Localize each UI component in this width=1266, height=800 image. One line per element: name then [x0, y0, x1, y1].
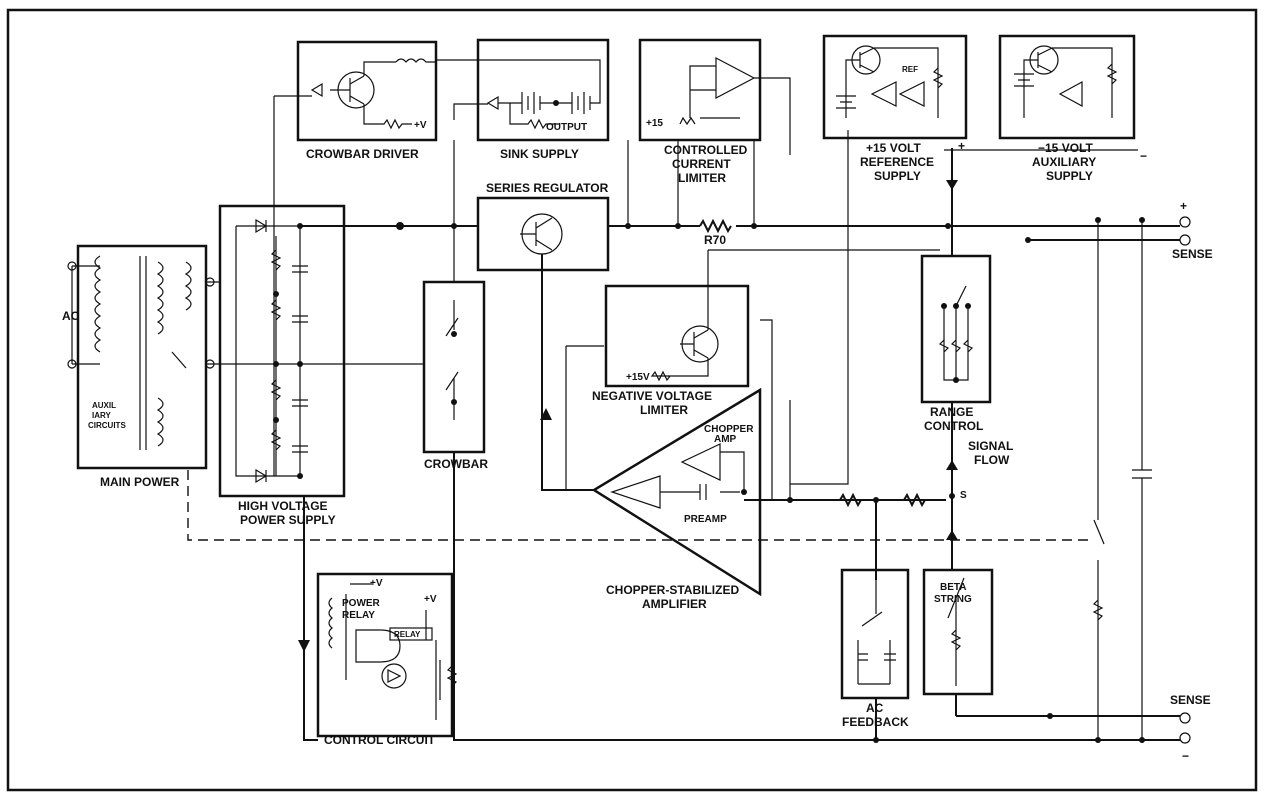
aux15-label-1: −15 VOLT	[1038, 141, 1093, 155]
power-relay-label-2: RELAY	[342, 610, 375, 621]
aux-circuits-label-1: AUXIL	[92, 401, 116, 410]
chopper-stab-label-2: AMPLIFIER	[642, 597, 707, 611]
main-power-block	[76, 244, 208, 470]
ref15-label-1: +15 VOLT	[866, 141, 921, 155]
plus-terminal-label: +	[1180, 199, 1187, 213]
aux-circuits-label-3: CIRCUITS	[88, 421, 126, 430]
neg-limiter-label-1: NEGATIVE VOLTAGE	[592, 389, 712, 403]
preamp-label: PREAMP	[684, 514, 727, 525]
beta-string-block	[922, 568, 994, 696]
control-circuit-block	[316, 572, 458, 738]
crowbar-block	[422, 280, 486, 454]
ac-feedback-block	[840, 568, 910, 700]
diagram-frame	[6, 8, 1258, 792]
sink-supply-label: SINK SUPPLY	[500, 147, 579, 161]
sense-bottom-label: SENSE	[1170, 693, 1211, 707]
ac-feedback-label-1: AC	[866, 701, 884, 715]
chopper-stabilized-amplifier	[591, 387, 762, 597]
range-control-block	[920, 254, 992, 404]
range-label-1: RANGE	[930, 405, 973, 419]
beta-label-1: BETA	[940, 582, 966, 593]
hv-label-2: POWER SUPPLY	[240, 513, 336, 527]
chopper-stab-label-1: CHOPPER-STABILIZED	[606, 583, 739, 597]
ref15-label-3: SUPPLY	[874, 169, 921, 183]
chopper-amp-label-2: AMP	[714, 434, 737, 445]
minus-aux-label: −	[1140, 149, 1147, 163]
relay-label: RELAY	[394, 630, 421, 639]
aux15-label-3: SUPPLY	[1046, 169, 1093, 183]
wiring	[67, 95, 1191, 744]
controlled-current-limiter-block	[638, 38, 791, 155]
ac-feedback-label-2: FEEDBACK	[842, 715, 909, 729]
plus15-cc-label: +15	[646, 118, 663, 129]
plus-v-b-label: +V	[424, 594, 437, 605]
ref15-label-2: REFERENCE	[860, 155, 934, 169]
beta-label-2: STRING	[934, 594, 972, 605]
plus-v-crowbar-label: +V	[414, 120, 427, 131]
plus-v-a-label: +V	[370, 578, 383, 589]
aux15-label-2: AUXILIARY	[1032, 155, 1096, 169]
limiter-label: LIMITER	[678, 171, 726, 185]
text-labels: CROWBAR DRIVER SINK SUPPLY CONTROLLED CU…	[62, 65, 1213, 763]
series-regulator-label: SERIES REGULATOR	[486, 181, 609, 195]
neg-limiter-label-2: LIMITER	[640, 403, 688, 417]
power-relay-label-1: POWER	[342, 598, 381, 609]
main-power-label: MAIN POWER	[100, 475, 180, 489]
minus-terminal-label: −	[1182, 749, 1189, 763]
crowbar-label: CROWBAR	[424, 457, 488, 471]
output-label: OUTPUT	[546, 122, 587, 133]
sense-top-label: SENSE	[1172, 247, 1213, 261]
ac-label: AC	[62, 309, 80, 323]
hv-label-1: HIGH VOLTAGE	[238, 499, 328, 513]
signal-label-2: FLOW	[974, 453, 1010, 467]
controlled-label: CONTROLLED	[664, 143, 748, 157]
plus15v-neg-label: +15V	[626, 372, 650, 383]
r70-label: R70	[704, 233, 726, 247]
crowbar-driver-label: CROWBAR DRIVER	[306, 147, 419, 161]
plus-ref-label: +	[958, 139, 965, 153]
minus15-auxiliary-block	[998, 34, 1136, 140]
aux-circuits-label-2: IARY	[92, 411, 111, 420]
s-node-label: S	[960, 490, 967, 501]
negative-voltage-limiter-block	[604, 250, 750, 388]
signal-label-1: SIGNAL	[968, 439, 1013, 453]
control-circuit-label: CONTROL CIRCUIT	[324, 733, 436, 747]
hv-power-supply-block	[218, 204, 346, 498]
chopper-amp-label-1: CHOPPER	[704, 424, 754, 435]
sink-supply-block	[436, 38, 610, 142]
range-label-2: CONTROL	[924, 419, 983, 433]
ref-label: REF	[902, 65, 918, 74]
crowbar-driver-block	[296, 40, 438, 142]
current-label: CURRENT	[672, 157, 731, 171]
plus15-reference-block	[822, 34, 968, 140]
